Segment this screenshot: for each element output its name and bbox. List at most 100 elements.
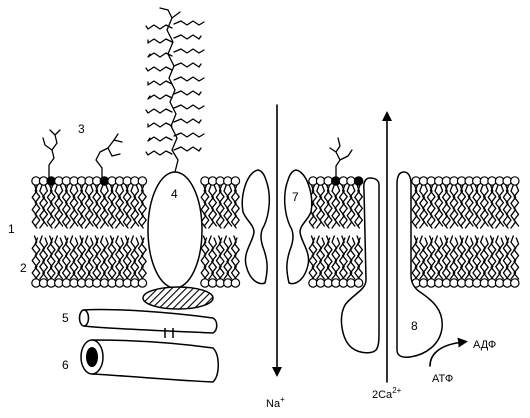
lipid-tail — [226, 184, 233, 227]
lipid-tail — [498, 184, 505, 227]
oligosaccharide-branch — [173, 62, 202, 68]
lipid-tail — [110, 237, 117, 280]
oligosaccharide-branch — [147, 80, 173, 86]
oligosaccharide-branch — [145, 66, 173, 72]
lipid-head — [137, 176, 148, 186]
lipid-tail — [460, 237, 467, 280]
lipid-tail — [34, 237, 41, 280]
lipid-tail — [490, 237, 497, 280]
lipid-tail — [42, 184, 49, 227]
oligosaccharide-branch — [147, 94, 173, 100]
lipid-tail — [513, 184, 520, 227]
lipid-tail — [334, 184, 341, 227]
calcium-pump-protein — [340, 171, 443, 358]
lipid-tail — [326, 184, 333, 227]
label-3-glycolipid: 3 — [78, 122, 85, 136]
peripheral-protein — [142, 286, 214, 310]
calcium-ion-label: 2Ca2+ — [372, 386, 402, 401]
lipid-tail — [326, 237, 333, 280]
lipid-tail — [422, 237, 429, 280]
atp-label: АТФ — [432, 373, 453, 385]
lipid-tail — [429, 237, 436, 280]
lipid-tail — [414, 237, 421, 280]
oligosaccharide-branch — [166, 9, 179, 173]
lipid-tail — [133, 237, 140, 280]
label-6-microtubule: 6 — [62, 358, 69, 372]
lipid-head — [353, 176, 364, 186]
sodium-ion-label: Na+ — [266, 395, 285, 410]
lipid-tail — [341, 184, 348, 227]
lipid-tail — [102, 184, 109, 227]
lipid-tail — [452, 237, 459, 280]
ion-channel-protein — [241, 169, 313, 285]
lipid-tail — [64, 184, 71, 227]
lipid-tail — [102, 237, 109, 280]
lipid-tail — [95, 184, 102, 227]
lipid-head — [230, 278, 241, 288]
lipid-head — [509, 278, 520, 288]
lipid-tail — [80, 237, 87, 280]
lipid-tail — [233, 237, 240, 280]
lipid-tail — [467, 184, 474, 227]
oligosaccharide-branch — [159, 7, 181, 19]
oligosaccharide-branch — [173, 146, 202, 152]
glycoprotein — [145, 7, 205, 289]
oligosaccharide-branch — [147, 52, 173, 58]
oligosaccharide-branch — [173, 118, 202, 124]
lipid-tail — [475, 237, 482, 280]
glycolipid-oligosaccharide-chains — [42, 129, 353, 179]
lipid-tail — [482, 184, 489, 227]
oligosaccharide-branch — [147, 136, 173, 142]
lipid-tail — [452, 184, 459, 227]
adp-label: АДФ — [473, 339, 496, 351]
label-8-pump: 8 — [411, 319, 418, 333]
lipid-tail — [203, 237, 210, 280]
oligosaccharide-branch — [145, 108, 173, 114]
lipid-tail — [475, 184, 482, 227]
label-1-membrane: 1 — [8, 222, 15, 236]
lipid-tail — [513, 237, 520, 280]
lipid-tail — [118, 184, 125, 227]
oligosaccharide-branch — [173, 104, 205, 110]
cytoskeleton — [78, 286, 219, 383]
lipid-tail — [125, 184, 132, 227]
lipid-tail — [42, 237, 49, 280]
label-2-lipid-layer: 2 — [20, 261, 27, 275]
lipid-tail — [72, 237, 79, 280]
lipid-tail — [490, 184, 497, 227]
oligosaccharide-branch — [147, 122, 173, 128]
lipid-tail — [49, 184, 56, 227]
lipid-tail — [460, 184, 467, 227]
lipid-tail — [95, 237, 102, 280]
lipid-tail — [357, 237, 364, 280]
lipid-tail — [211, 237, 218, 280]
lipid-tail — [505, 184, 512, 227]
lipid-tail — [226, 237, 233, 280]
oligosaccharide-tree — [145, 7, 205, 173]
lipid-tail — [80, 184, 87, 227]
lipid-tail — [319, 184, 326, 227]
lipid-tail — [311, 237, 318, 280]
lipid-tail — [64, 237, 71, 280]
lipid-head — [230, 176, 241, 186]
lipid-tail — [444, 184, 451, 227]
lipid-tail — [49, 237, 56, 280]
oligosaccharide-branch — [173, 76, 205, 82]
label-5-microfilament: 5 — [62, 311, 69, 325]
oligosaccharide-branch — [173, 132, 205, 138]
lipid-tail — [319, 237, 326, 280]
lipid-tail — [444, 237, 451, 280]
lipid-head — [353, 278, 364, 288]
lipid-tail — [218, 237, 225, 280]
microfilament-5 — [79, 308, 218, 334]
lipid-tail — [341, 237, 348, 280]
lipid-tail — [87, 184, 94, 227]
lipid-tail — [414, 184, 421, 227]
microtubule-lumen — [86, 347, 98, 367]
lipid-tail — [218, 184, 225, 227]
lipid-tail — [505, 237, 512, 280]
lipid-tail — [349, 184, 356, 227]
lipid-tail — [437, 237, 444, 280]
lipid-tail — [57, 184, 64, 227]
